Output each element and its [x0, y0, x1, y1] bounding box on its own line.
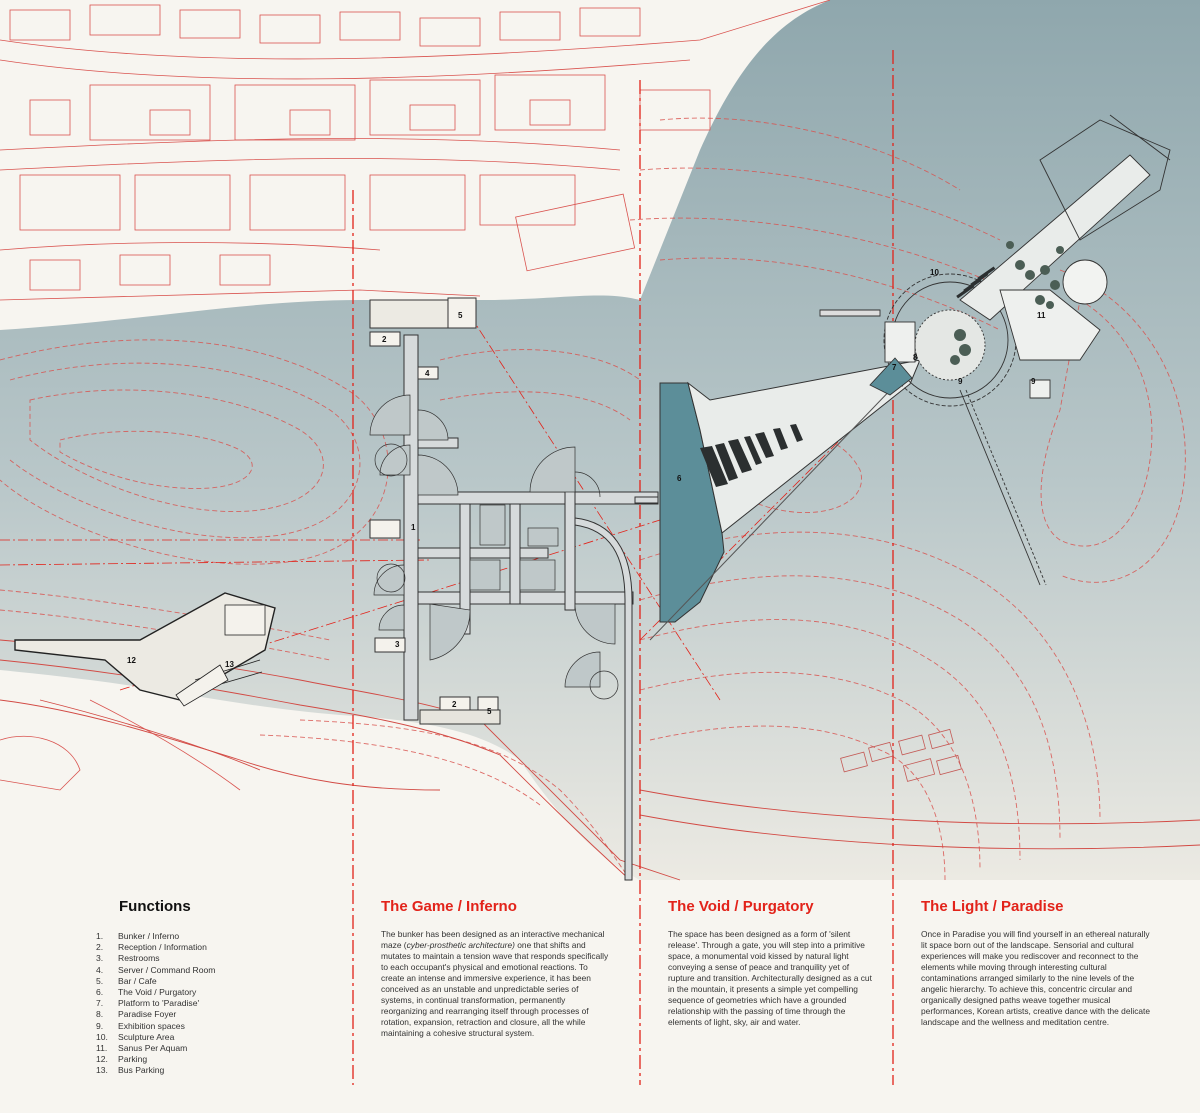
function-item: 6. The Void / Purgatory — [96, 987, 316, 998]
plan-label-13: 13 — [225, 660, 234, 669]
function-number: 11. — [96, 1043, 108, 1054]
function-number: 6. — [96, 987, 104, 998]
plan-label-7: 7 — [892, 363, 897, 372]
plan-label-2b: 2 — [452, 700, 457, 709]
function-item: 10. Sculpture Area — [96, 1032, 316, 1043]
function-number: 9. — [96, 1020, 104, 1031]
function-label: Server / Command Room — [118, 964, 216, 975]
function-item: 13. Bus Parking — [96, 1065, 316, 1076]
function-number: 2. — [96, 942, 104, 953]
plan-label-5b: 5 — [487, 707, 492, 716]
function-number: 7. — [96, 998, 104, 1009]
function-label: Sanus Per Aquam — [118, 1043, 188, 1054]
plan-label-11: 11 — [1037, 311, 1046, 320]
function-label: Bar / Cafe — [118, 975, 157, 986]
plan-label-5a: 5 — [458, 311, 463, 320]
function-number: 8. — [96, 1009, 104, 1020]
plan-label-9a: 9 — [958, 377, 963, 386]
function-item: 3. Restrooms — [96, 953, 316, 964]
parking-area — [14, 592, 276, 707]
function-label: Bunker / Inferno — [118, 931, 180, 941]
paradise-text: Once in Paradise you will find yourself … — [921, 929, 1151, 1027]
function-item: 11. Sanus Per Aquam — [96, 1043, 316, 1054]
function-number: 5. — [96, 975, 104, 986]
lower-houses — [840, 728, 962, 782]
function-item: 4. Server / Command Room — [96, 965, 316, 976]
function-number: 13. — [96, 1065, 108, 1076]
function-item: 12. Parking — [96, 1054, 316, 1065]
function-label: Bus Parking — [118, 1065, 165, 1076]
plan-labels: 1 2 2 3 4 5 5 6 7 8 9 9 10 11 12 13 — [127, 268, 1046, 716]
paradise-title: The Light / Paradise — [921, 898, 1064, 915]
plan-label-6: 6 — [677, 474, 682, 483]
purgatory-title: The Void / Purgatory — [668, 898, 814, 915]
function-item: 5. Bar / Cafe — [96, 976, 316, 987]
function-label: Parking — [118, 1054, 148, 1065]
plan-label-9b: 9 — [1031, 377, 1036, 386]
function-item: 9. Exhibition spaces — [96, 1021, 316, 1032]
terrain-mass — [0, 0, 1200, 880]
function-number: 3. — [96, 953, 104, 964]
function-item: 1. Bunker / Inferno — [96, 931, 316, 942]
plan-label-8: 8 — [913, 353, 918, 362]
purgatory-text: The space has been designed as a form of… — [668, 929, 872, 1027]
function-item: 2. Reception / Information — [96, 942, 316, 953]
function-item: 8. Paradise Foyer — [96, 1009, 316, 1020]
plan-label-1: 1 — [411, 523, 416, 532]
functions-legend: Functions 1. Bunker / Inferno 2. Reception … — [96, 898, 316, 1077]
plan-label-12: 12 — [127, 656, 136, 665]
paradise-complex — [819, 114, 1171, 586]
inferno-text: The bunker has been designed as an inter… — [381, 929, 609, 1038]
function-number: 12. — [96, 1054, 108, 1065]
functions-title: Functions — [119, 898, 191, 915]
function-item: 7. Platform to 'Paradise' — [96, 998, 316, 1009]
function-number: 10. — [96, 1031, 108, 1042]
function-number: 4. — [96, 964, 104, 975]
function-label: Paradise Foyer — [118, 1009, 177, 1020]
function-label: Reception / Information — [118, 942, 207, 953]
function-label: Sculpture Area — [118, 1031, 175, 1042]
purgatory-void — [634, 359, 921, 641]
function-label: Restrooms — [118, 953, 160, 964]
section-dividers — [352, 50, 894, 1085]
inferno-bunker-maze — [369, 297, 659, 881]
rotating-cells — [369, 394, 619, 700]
function-label: The Void / Purgatory — [118, 987, 197, 998]
lower-contours — [0, 639, 1200, 881]
contour-lines — [0, 117, 1186, 881]
function-label: Exhibition spaces — [118, 1020, 185, 1031]
inferno-title: The Game / Inferno — [381, 898, 517, 915]
plan-label-2a: 2 — [382, 335, 387, 344]
plan-label-3: 3 — [395, 640, 400, 649]
plan-label-10: 10 — [930, 268, 939, 277]
function-number: 1. — [96, 931, 104, 941]
plan-label-4: 4 — [425, 369, 430, 378]
town-outlines — [0, 0, 831, 791]
functions-list: 1. Bunker / Inferno 2. Reception / Informat… — [96, 931, 316, 1077]
section-paradise: The Light / Paradise Once in Paradise yo… — [921, 898, 1153, 1028]
section-purgatory: The Void / Purgatory The space has been … — [668, 898, 872, 1028]
section-inferno: The Game / Inferno The bunker has been d… — [381, 898, 613, 1039]
function-label: Platform to 'Paradise' — [118, 998, 200, 1009]
